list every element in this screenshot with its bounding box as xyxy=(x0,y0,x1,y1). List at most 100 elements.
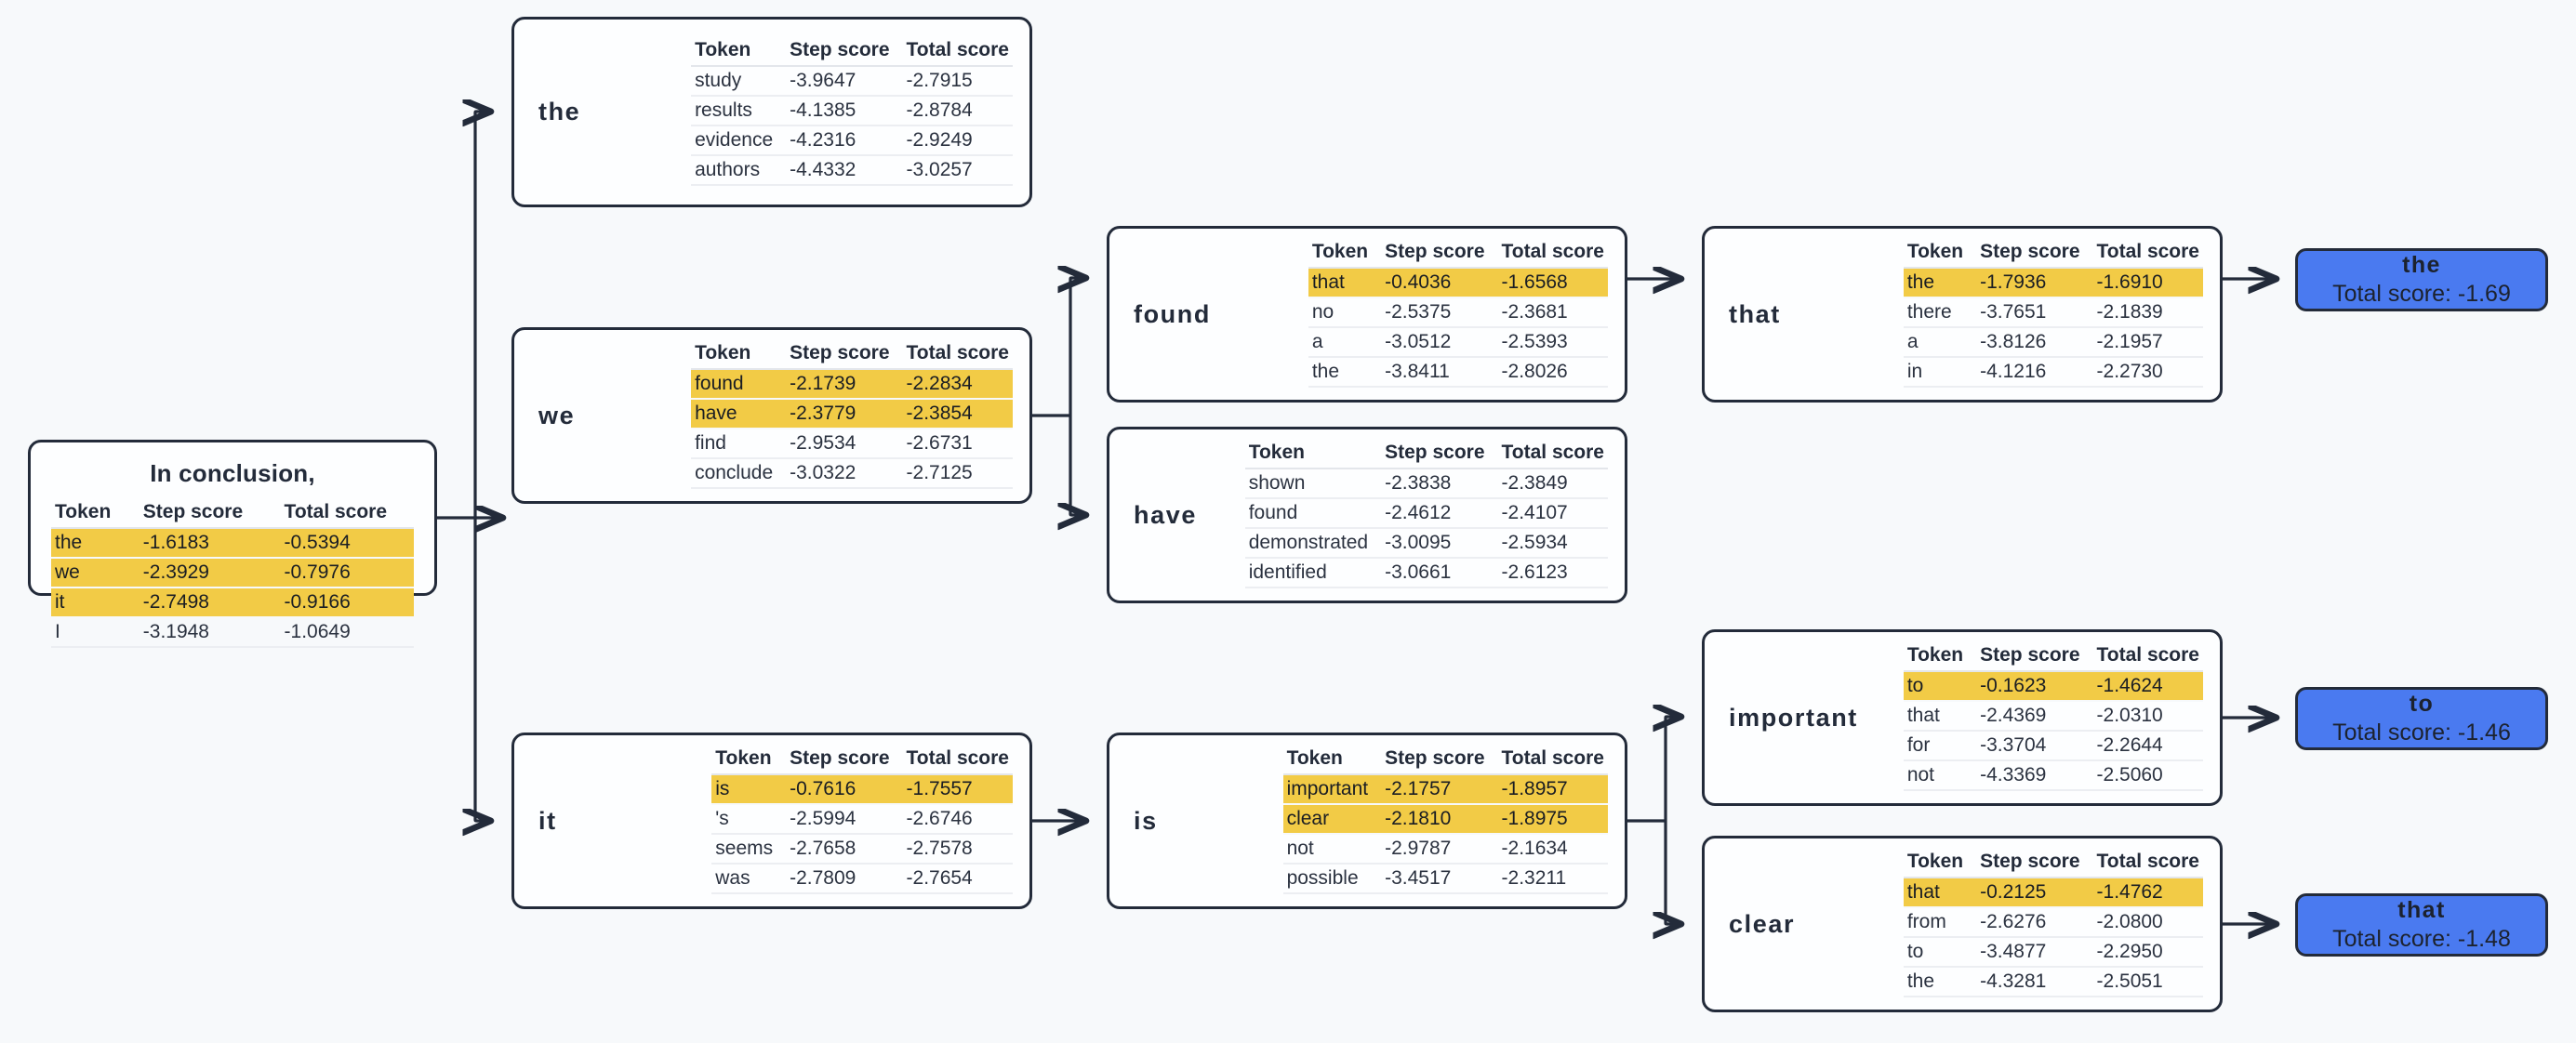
step-score-cell: -0.7616 xyxy=(786,774,903,805)
table-row[interactable]: identified-3.0661-2.6123 xyxy=(1244,558,1608,588)
node-have[interactable]: have Token Step score Total score shown-… xyxy=(1107,427,1627,603)
node-is[interactable]: is Token Step score Total score importan… xyxy=(1107,733,1627,909)
table-row[interactable]: the-1.6183-0.5394 xyxy=(51,528,414,559)
total-score-cell: -0.9166 xyxy=(280,588,414,618)
table-row[interactable]: from-2.6276-2.0800 xyxy=(1903,907,2203,938)
table-row[interactable]: seems-2.7658-2.7578 xyxy=(711,834,1013,865)
table-row[interactable]: we-2.3929-0.7976 xyxy=(51,558,414,588)
total-score-cell: -1.4624 xyxy=(2092,671,2203,702)
table-row[interactable]: clear-2.1810-1.8975 xyxy=(1282,804,1608,835)
node-root[interactable]: In conclusion, Token Step score Total sc… xyxy=(28,440,437,648)
table-row[interactable]: not-4.3369-2.5060 xyxy=(1903,760,2203,791)
step-score-cell: -4.1385 xyxy=(786,95,903,126)
total-score-cell: -1.0649 xyxy=(280,617,414,648)
token-cell: from xyxy=(1903,907,1977,938)
table-header-row: Token Step score Total score xyxy=(1282,747,1608,775)
table-row[interactable]: find-2.9534-2.6731 xyxy=(691,429,1013,459)
table-row[interactable]: for-3.3704-2.2644 xyxy=(1903,731,2203,761)
table-row[interactable]: the-4.3281-2.5051 xyxy=(1903,967,2203,997)
node-label: found xyxy=(1134,299,1211,328)
token-cell: the xyxy=(1903,268,1977,298)
total-score-cell: -2.0310 xyxy=(2092,701,2203,732)
table-row[interactable]: not-2.9787-2.1634 xyxy=(1282,834,1608,865)
node-found[interactable]: found Token Step score Total score that-… xyxy=(1107,226,1627,403)
table-row[interactable]: to-3.4877-2.2950 xyxy=(1903,937,2203,968)
table-row[interactable]: possible-3.4517-2.3211 xyxy=(1282,864,1608,894)
table-row[interactable]: shown-2.3838-2.3849 xyxy=(1244,469,1608,499)
result-node-the[interactable]: the Total score: -1.69 xyxy=(2295,248,2548,311)
total-score-cell: -2.3211 xyxy=(1497,864,1608,894)
table-row[interactable]: that-2.4369-2.0310 xyxy=(1903,701,2203,732)
col-total-score: Total score xyxy=(2092,241,2203,269)
step-score-cell: -0.4036 xyxy=(1381,268,1498,298)
table-row[interactable]: in-4.1216-2.2730 xyxy=(1903,357,2203,388)
token-cell: authors xyxy=(691,154,787,186)
token-cell: the xyxy=(51,528,139,559)
token-cell: seems xyxy=(711,834,787,865)
step-score-cell: -4.4332 xyxy=(786,154,903,186)
step-score-cell: -3.0661 xyxy=(1381,558,1498,588)
node-clear[interactable]: clear Token Step score Total score that-… xyxy=(1702,836,2223,1012)
table-header-row: Token Step score Total score xyxy=(1903,851,2203,878)
total-score-cell: -2.1957 xyxy=(2092,327,2203,358)
token-cell: identified xyxy=(1244,558,1382,588)
table-row[interactable]: authors-4.4332-3.0257 xyxy=(691,154,1013,186)
table-row[interactable]: there-3.7651-2.1839 xyxy=(1903,297,2203,328)
col-step-score: Step score xyxy=(1381,241,1498,269)
token-cell: that xyxy=(1903,701,1977,732)
table-row[interactable]: results-4.1385-2.8784 xyxy=(691,95,1013,126)
table-row[interactable]: evidence-4.2316-2.9249 xyxy=(691,125,1013,156)
total-score-cell: -2.8784 xyxy=(902,95,1013,126)
table-row[interactable]: demonstrated-3.0095-2.5934 xyxy=(1244,528,1608,559)
node-the[interactable]: the Token Step score Total score study-3… xyxy=(511,17,1032,207)
total-score-cell: -2.7915 xyxy=(902,65,1013,97)
table-row[interactable]: conclude-3.0322-2.7125 xyxy=(691,458,1013,489)
table-row[interactable]: that-0.4036-1.6568 xyxy=(1308,268,1608,298)
result-node-that[interactable]: that Total score: -1.48 xyxy=(2295,893,2548,957)
table-row[interactable]: study-3.9647-2.7915 xyxy=(691,65,1013,97)
step-score-cell: -3.9647 xyxy=(786,65,903,97)
step-score-cell: -2.3779 xyxy=(786,399,903,429)
token-table: Token Step score Total score to-0.1623-1… xyxy=(1903,644,2203,791)
node-that[interactable]: that Token Step score Total score the-1.… xyxy=(1702,226,2223,403)
table-row[interactable]: found-2.1739-2.2834 xyxy=(691,369,1013,400)
col-token: Token xyxy=(691,342,787,370)
table-row[interactable]: is-0.7616-1.7557 xyxy=(711,774,1013,805)
node-important[interactable]: important Token Step score Total score t… xyxy=(1702,629,2223,806)
table-row[interactable]: the-1.7936-1.6910 xyxy=(1903,268,2203,298)
table-row[interactable]: important-2.1757-1.8957 xyxy=(1282,774,1608,805)
total-score-cell: -2.2950 xyxy=(2092,937,2203,968)
node-it[interactable]: it Token Step score Total score is-0.761… xyxy=(511,733,1032,909)
total-score-cell: -2.8026 xyxy=(1497,357,1608,388)
step-score-cell: -2.3838 xyxy=(1381,469,1498,499)
step-score-cell: -2.1757 xyxy=(1381,774,1498,805)
result-node-to[interactable]: to Total score: -1.46 xyxy=(2295,687,2548,750)
table-header-row: Token Step score Total score xyxy=(1903,241,2203,269)
total-score-cell: -2.3854 xyxy=(902,399,1013,429)
table-row[interactable]: it-2.7498-0.9166 xyxy=(51,588,414,618)
table-row[interactable]: a-3.0512-2.5393 xyxy=(1308,327,1608,358)
table-row[interactable]: have-2.3779-2.3854 xyxy=(691,399,1013,429)
token-cell: found xyxy=(691,369,787,400)
table-row[interactable]: I-3.1948-1.0649 xyxy=(51,617,414,648)
table-row[interactable]: a-3.8126-2.1957 xyxy=(1903,327,2203,358)
table-row[interactable]: that-0.2125-1.4762 xyxy=(1903,878,2203,908)
step-score-cell: -2.5375 xyxy=(1381,297,1498,328)
node-we[interactable]: we Token Step score Total score found-2.… xyxy=(511,327,1032,504)
step-score-cell: -3.1948 xyxy=(139,617,281,648)
step-score-cell: -3.0322 xyxy=(786,458,903,489)
node-label: the xyxy=(538,98,581,125)
table-row[interactable]: to-0.1623-1.4624 xyxy=(1903,671,2203,702)
total-score-cell: -0.5394 xyxy=(280,528,414,559)
col-total-score: Total score xyxy=(1497,747,1608,775)
table-row[interactable]: was-2.7809-2.7654 xyxy=(711,864,1013,894)
col-token: Token xyxy=(1308,241,1382,269)
step-score-cell: -2.4612 xyxy=(1381,498,1498,529)
step-score-cell: -2.9534 xyxy=(786,429,903,459)
table-row[interactable]: no-2.5375-2.3681 xyxy=(1308,297,1608,328)
table-row[interactable]: the-3.8411-2.8026 xyxy=(1308,357,1608,388)
table-row[interactable]: found-2.4612-2.4107 xyxy=(1244,498,1608,529)
table-row[interactable]: 's-2.5994-2.6746 xyxy=(711,804,1013,835)
token-cell: results xyxy=(691,95,787,126)
token-cell: not xyxy=(1282,834,1382,865)
